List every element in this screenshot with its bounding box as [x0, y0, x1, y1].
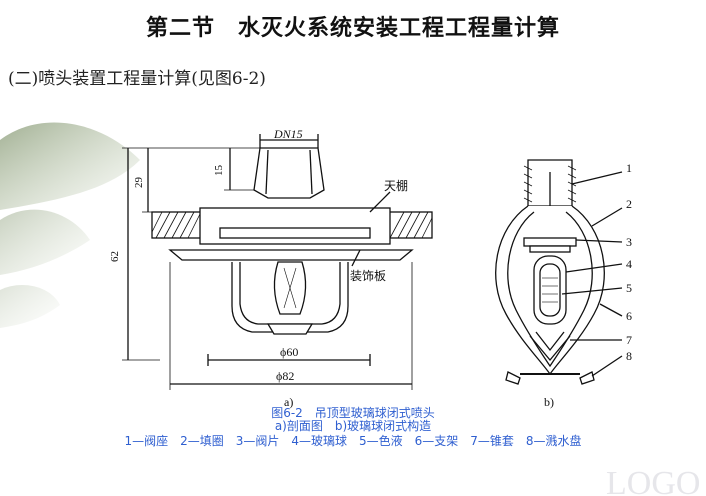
section-subtitle: (二)喷头装置工程量计算(见图6-2)	[8, 69, 266, 89]
dim-d82: ϕ82	[276, 369, 294, 383]
dim-29: 29	[133, 177, 145, 189]
dim-62: 62	[109, 251, 121, 262]
diagram-a-labels: DN15 15 29 62 ϕ60 ϕ82 天棚 装饰板 a)	[109, 128, 408, 409]
figure-caption-subtitle: a)剖面图 b)玻璃球闭式构造	[274, 419, 432, 433]
figure-caption-title: 图6-2 吊顶型玻璃球闭式喷头	[271, 406, 435, 420]
callout-7: 7	[626, 333, 632, 347]
diagram-b-callouts: 1 2 3 4 5 6 7 8 b)	[544, 161, 632, 409]
decorative-leaf-image	[0, 122, 140, 328]
callout-8: 8	[626, 349, 632, 363]
decorative-corner-mark: LOGO	[606, 465, 700, 496]
dim-d60: ϕ60	[280, 345, 298, 359]
diagram-a-section	[122, 134, 433, 390]
label-decorative-plate: 装饰板	[350, 269, 386, 283]
callout-6: 6	[626, 309, 632, 323]
callout-2: 2	[626, 197, 632, 211]
dim-dn15: DN15	[273, 128, 303, 141]
label-ceiling: 天棚	[384, 178, 408, 193]
panel-label-b: b)	[544, 395, 554, 409]
callout-5: 5	[626, 281, 632, 295]
diagram-b-structure	[495, 159, 623, 385]
panel-label-a: a)	[284, 395, 293, 409]
sprinkler-diagram: DN15 15 29 62 ϕ60 ϕ82 天棚 装饰板 a)	[109, 128, 632, 409]
callout-3: 3	[626, 235, 632, 249]
dim-15: 15	[213, 165, 225, 177]
callout-4: 4	[626, 257, 632, 271]
callout-1: 1	[626, 161, 632, 175]
page-title: 第二节 水灭火系统安装工程工程量计算	[145, 16, 560, 41]
figure-caption-legend: 1—阀座 2—填圈 3—阀片 4—玻璃球 5—色液 6—支架 7—锥套 8—溅水…	[124, 434, 582, 448]
svg-text:LOGO: LOGO	[606, 465, 700, 496]
